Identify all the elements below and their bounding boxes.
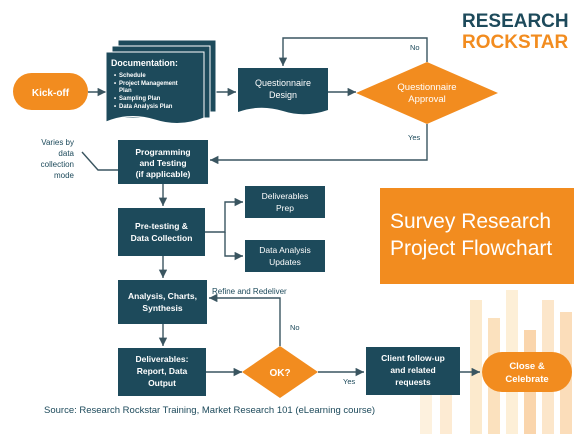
questionnaire-design-node: Questionnaire Design [238, 68, 328, 115]
edge-label-no-approval: No [410, 43, 420, 52]
ok-decision-node: OK? [242, 346, 318, 398]
svg-text:•: • [114, 81, 116, 87]
title-line1: Survey Research [390, 210, 552, 233]
kickoff-node: Kick-off [13, 73, 88, 110]
doc-item-sampling-plan: Sampling Plan [119, 96, 161, 102]
svg-text:•: • [114, 104, 116, 110]
client-followup-line2: and related [390, 365, 435, 375]
deliverables-line2: Report, Data [137, 366, 188, 376]
edge-label-no-ok: No [290, 323, 300, 332]
doc-item-plan: Plan [119, 88, 132, 94]
logo-line2: ROCKSTAR [462, 32, 569, 53]
edge-label-yes-ok: Yes [343, 377, 355, 386]
kickoff-label: Kick-off [32, 88, 70, 99]
note-line2: data [58, 149, 74, 158]
pretesting-node: Pre-testing & Data Collection [118, 208, 205, 256]
questionnaire-approval-line1: Questionnaire [397, 82, 456, 93]
doc-item-data-analysis-plan: Data Analysis Plan [119, 104, 173, 110]
close-node: Close & Celebrate [482, 352, 572, 392]
programming-node: Programming and Testing (if applicable) [118, 140, 208, 184]
deliverables-prep-node: Deliverables Prep [245, 186, 325, 218]
programming-line3: (if applicable) [136, 169, 191, 179]
flowchart-title: Survey Research Project Flowchart [380, 188, 574, 284]
research-rockstar-logo: RESEARCH ROCKSTAR [462, 12, 569, 52]
source-caption: Source: Research Rockstar Training, Mark… [44, 405, 376, 416]
note-line3: collection [41, 160, 74, 169]
analysis-node: Analysis, Charts, Synthesis [118, 280, 207, 324]
pretesting-line1: Pre-testing & [135, 221, 188, 231]
questionnaire-approval-line2: Approval [408, 94, 446, 105]
note-line4: mode [54, 171, 75, 180]
programming-line2: and Testing [139, 158, 186, 168]
data-analysis-updates-line2: Updates [269, 257, 301, 267]
edge-label-yes-approval: Yes [408, 133, 420, 142]
questionnaire-design-line2: Design [269, 90, 297, 100]
deliverables-line1: Deliverables: [136, 354, 189, 364]
documentation-node: Documentation: • Schedule • Project Mana… [105, 39, 217, 124]
data-analysis-updates-line1: Data Analysis [259, 245, 311, 255]
pretesting-line2: Data Collection [131, 233, 193, 243]
svg-text:•: • [114, 73, 116, 79]
connectors [81, 37, 480, 377]
analysis-line1: Analysis, Charts, [128, 291, 197, 301]
deliverables-node: Deliverables: Report, Data Output [118, 348, 206, 396]
deliverables-line3: Output [148, 378, 176, 388]
note-line1: Varies by [41, 138, 74, 147]
close-line2: Celebrate [505, 374, 548, 385]
ok-label: OK? [269, 368, 290, 379]
close-line1: Close & [509, 361, 545, 372]
questionnaire-design-line1: Questionnaire [255, 78, 311, 88]
edge-label-refine: Refine and Redeliver [212, 287, 287, 296]
deliverables-prep-line1: Deliverables [262, 191, 309, 201]
data-analysis-updates-node: Data Analysis Updates [245, 240, 325, 272]
programming-line1: Programming [135, 147, 190, 157]
deliverables-prep-line2: Prep [276, 203, 294, 213]
questionnaire-approval-node: Questionnaire Approval [356, 62, 498, 124]
doc-item-project-management: Project Management [119, 81, 178, 87]
logo-line1: RESEARCH [462, 11, 569, 32]
documentation-heading: Documentation: [111, 58, 178, 68]
client-followup-line1: Client follow-up [381, 353, 445, 363]
svg-text:•: • [114, 96, 116, 102]
varies-note: Varies by data collection mode [41, 138, 75, 180]
analysis-line2: Synthesis [142, 303, 182, 313]
title-line2: Project Flowchart [390, 237, 553, 260]
doc-item-schedule: Schedule [119, 73, 146, 79]
client-followup-node: Client follow-up and related requests [366, 347, 460, 395]
client-followup-line3: requests [395, 377, 431, 387]
